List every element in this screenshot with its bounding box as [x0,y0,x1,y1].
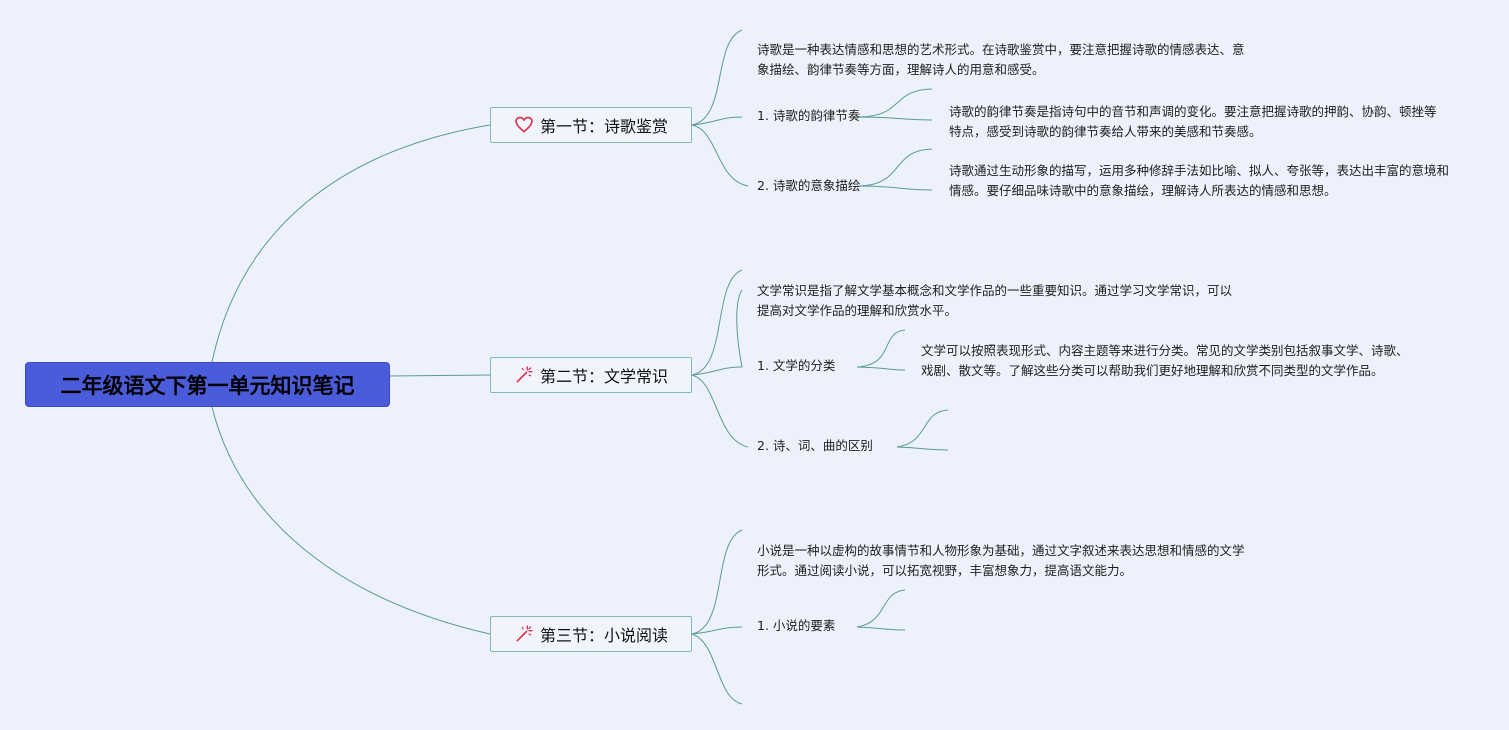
section-1-item-2-detail: 诗歌通过生动形象的描写，运用多种修辞手法如比喻、拟人、夸张等，表达出丰富的意境和… [949,163,1450,198]
section-1-title: 第一节：诗歌鉴赏 [539,117,668,136]
section-2-item-1-detail: 文学可以按照表现形式、内容主题等来进行分类。常见的文学类别包括叙事文学、诗歌、戏… [921,343,1409,378]
section-2-topic[interactable]: 第二节：文学常识 [490,357,692,393]
section-1-item-1-detail: 诗歌的韵律节奏是指诗句中的音节和声调的变化。要注意把握诗歌的押韵、协韵、顿挫等特… [949,104,1437,139]
root-title: 二年级语文下第一单元知识笔记 [60,373,355,398]
section-3-intro: 小说是一种以虚构的故事情节和人物形象为基础，通过文字叙述来表达思想和情感的文学形… [757,543,1245,578]
section-2-intro: 文学常识是指了解文学基本概念和文学作品的一些重要知识。通过学习文学常识，可以提高… [757,283,1233,318]
section-1-item-1-label[interactable]: 1. 诗歌的韵律节奏 [757,108,861,123]
magic-wand-icon [514,624,534,644]
section-1-intro: 诗歌是一种表达情感和思想的艺术形式。在诗歌鉴赏中，要注意把握诗歌的情感表达、意象… [757,42,1245,77]
section-3-item-1-label[interactable]: 1. 小说的要素 [757,618,836,633]
section-3-title: 第三节：小说阅读 [539,626,668,645]
section-1-topic[interactable]: 第一节：诗歌鉴赏 [490,107,692,143]
section-2-title: 第二节：文学常识 [539,367,668,386]
magic-wand-icon [514,365,534,385]
section-3-topic[interactable]: 第三节：小说阅读 [490,616,692,652]
section-2-item-1-label[interactable]: 1. 文学的分类 [757,358,836,373]
section-1-item-2-label[interactable]: 2. 诗歌的意象描绘 [757,178,861,193]
heart-icon [514,115,534,135]
root-topic[interactable]: 二年级语文下第一单元知识笔记 [25,362,390,407]
section-2-item-2-label[interactable]: 2. 诗、词、曲的区别 [757,438,873,453]
